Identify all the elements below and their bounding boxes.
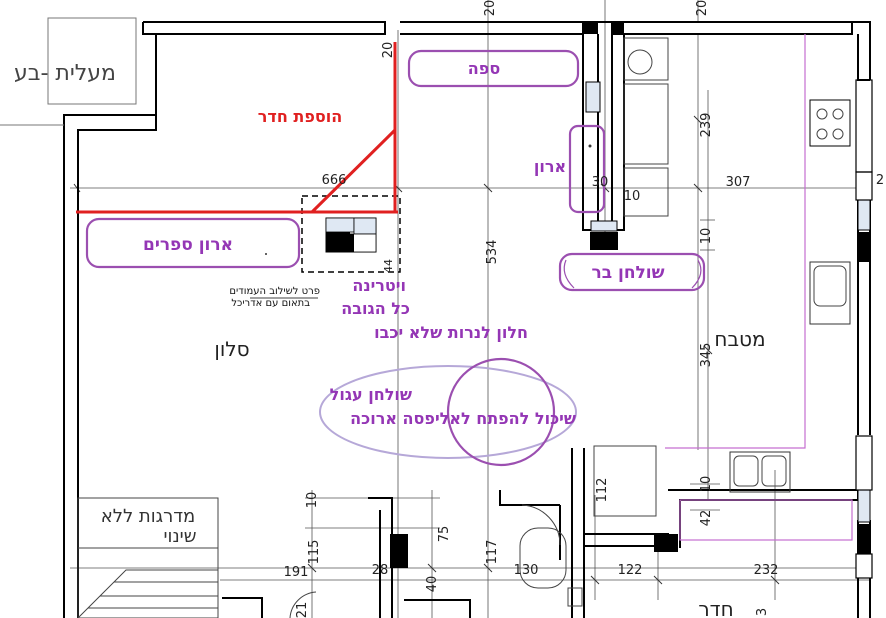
vitrine-detail bbox=[250, 195, 401, 299]
column-note-1: פרט לשילוב העמודים bbox=[229, 286, 320, 297]
dim-42: 42 bbox=[699, 510, 714, 527]
dim-112: 112 bbox=[595, 478, 610, 503]
dim-117: 117 bbox=[485, 540, 500, 565]
bookcase-label: ארון ספרים bbox=[143, 235, 233, 255]
dim-345: 345 bbox=[699, 343, 714, 368]
kitchen-fixtures bbox=[519, 37, 851, 607]
living-room-label: סלון bbox=[214, 337, 249, 361]
dim-666: 666 bbox=[322, 173, 347, 188]
small-marks bbox=[265, 144, 592, 255]
stove-burner-icon bbox=[816, 108, 828, 120]
dim-3: 3 bbox=[755, 608, 770, 616]
bookcase-outline bbox=[85, 217, 301, 269]
wall-columns bbox=[390, 22, 870, 568]
dim-122: 122 bbox=[618, 563, 643, 578]
door-arcs bbox=[289, 504, 561, 618]
dim-10a: 10 bbox=[624, 189, 641, 204]
closet-outline bbox=[568, 124, 606, 214]
stairs bbox=[77, 497, 219, 618]
dim-20c: 20 bbox=[695, 0, 710, 16]
dim-20b: 20 bbox=[483, 0, 498, 16]
room-bottom-label: חדר bbox=[698, 597, 733, 618]
dimension-labels: 666 307 534 239 345 20 20 20 30 10 10 10… bbox=[284, 0, 885, 618]
stairs-label-2: שינוי bbox=[164, 526, 197, 547]
dim-30: 30 bbox=[592, 175, 609, 190]
dim-44: 44 bbox=[382, 259, 395, 273]
red-markup-new-room bbox=[76, 42, 398, 214]
stairs-label-1: מדרגות ללא bbox=[101, 506, 196, 527]
sofa-label: ספה bbox=[468, 59, 500, 78]
dim-75: 75 bbox=[437, 526, 452, 543]
dim-232: 232 bbox=[754, 563, 779, 578]
stove-burner-icon bbox=[816, 128, 828, 140]
dim-21: 21 bbox=[295, 602, 310, 618]
stairwell-box: מעלית -בע bbox=[0, 17, 137, 126]
bar-table-outline bbox=[558, 252, 706, 292]
hatched-walls bbox=[585, 81, 871, 523]
stairwell-label: מעלית -בע bbox=[14, 61, 116, 86]
column-note-2: בתאום עם אדריכל bbox=[231, 298, 310, 309]
dim-20a: 20 bbox=[381, 42, 396, 59]
kitchen-label: מטבח bbox=[714, 327, 765, 351]
round-table-label-1: שולחן עגול bbox=[330, 385, 412, 404]
dim-40: 40 bbox=[425, 576, 440, 593]
windows bbox=[855, 79, 873, 579]
sink-icon bbox=[729, 451, 791, 493]
sofa-outline bbox=[407, 49, 580, 88]
bar-table-label: שולחן בר bbox=[591, 263, 664, 283]
dim-239: 239 bbox=[699, 113, 714, 138]
sink-icon bbox=[809, 261, 851, 325]
dim-115: 115 bbox=[307, 540, 322, 565]
round-table-circle bbox=[446, 357, 556, 467]
vitrine-label-3: חלון לנרות שלא יכבו bbox=[374, 323, 528, 342]
dim-307: 307 bbox=[726, 175, 751, 190]
extended-table-ellipse bbox=[319, 365, 577, 459]
dim-2: 2 bbox=[876, 173, 884, 188]
dim-28: 28 bbox=[372, 563, 389, 578]
stove-burner-icon bbox=[832, 128, 844, 140]
dim-191: 191 bbox=[284, 565, 309, 580]
dim-130: 130 bbox=[514, 563, 539, 578]
kitchen-outline bbox=[665, 34, 853, 541]
stove-burner-icon bbox=[832, 108, 844, 120]
vitrine-label-2: כל הגובה bbox=[341, 299, 410, 318]
vitrine-label-1: ויטרינה bbox=[352, 276, 406, 295]
closet-label: ארון bbox=[534, 157, 566, 176]
dim-10d: 10 bbox=[305, 492, 320, 509]
dim-10c: 10 bbox=[699, 476, 714, 493]
washer-icon bbox=[627, 49, 653, 75]
round-table-label-2: שיכול להפתח לאליפסה ארוכה bbox=[350, 409, 576, 428]
dim-534: 534 bbox=[485, 240, 500, 265]
add-room-label: הוספת חדר bbox=[258, 107, 342, 126]
dim-10b: 10 bbox=[699, 228, 714, 245]
purple-markup bbox=[85, 49, 706, 467]
